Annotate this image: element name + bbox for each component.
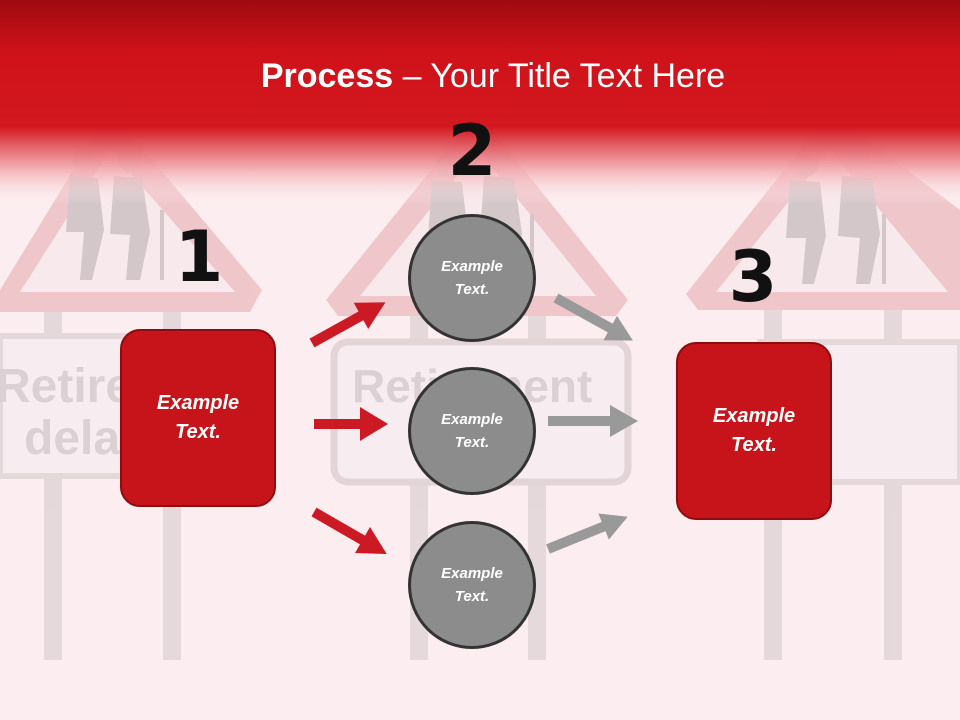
step-number-2: 2 bbox=[447, 110, 497, 192]
circle-bottom-text: Example Text. bbox=[441, 565, 503, 605]
step-3-text: Example Text. bbox=[712, 405, 796, 456]
background-sign-text-1: Retire bbox=[0, 360, 132, 413]
arrow-gray-up bbox=[546, 513, 628, 554]
red-arrows bbox=[309, 302, 388, 554]
circle-top-text: Example Text. bbox=[441, 258, 503, 298]
slide-title-bold: Process bbox=[260, 57, 394, 95]
slide-title: Process – Your Title Text Here bbox=[0, 54, 960, 98]
step-3-box[interactable]: Example Text. bbox=[676, 342, 832, 520]
header-band bbox=[0, 0, 960, 205]
step-2-circle-middle[interactable]: Example Text. bbox=[408, 367, 536, 495]
step-number-1: 1 bbox=[174, 216, 224, 298]
arrow-red-up bbox=[309, 302, 386, 348]
slide-title-rest: – Your Title Text Here bbox=[393, 57, 726, 95]
arrow-red-down bbox=[311, 507, 387, 554]
arrow-red-right bbox=[314, 407, 388, 441]
background-sign-text-2: dela bbox=[24, 412, 120, 465]
circle-middle-text: Example Text. bbox=[441, 411, 503, 451]
step-number-3: 3 bbox=[728, 236, 778, 318]
step-1-text: Example Text. bbox=[156, 392, 240, 443]
arrow-gray-down bbox=[553, 293, 633, 341]
step-2-circle-top[interactable]: Example Text. bbox=[408, 214, 536, 342]
gray-arrows bbox=[546, 293, 638, 554]
arrow-gray-right bbox=[548, 405, 638, 437]
step-2-circle-bottom[interactable]: Example Text. bbox=[408, 521, 536, 649]
step-1-box[interactable]: Example Text. bbox=[120, 329, 276, 507]
